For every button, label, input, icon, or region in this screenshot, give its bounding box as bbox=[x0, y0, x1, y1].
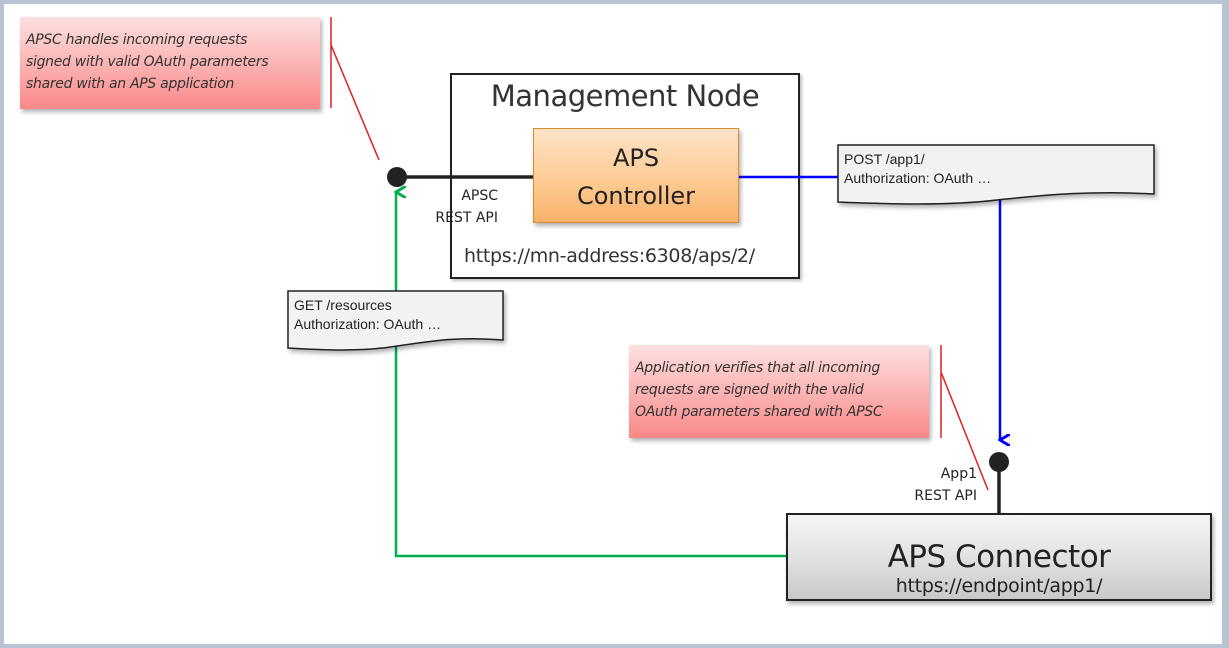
aps-controller-box: APS Controller bbox=[533, 128, 739, 223]
label-line: REST API bbox=[914, 488, 977, 504]
management-node-title: Management Node bbox=[490, 79, 760, 113]
label-line: App1 bbox=[940, 466, 977, 482]
app1-api-socket bbox=[989, 452, 1009, 472]
management-node-url: https://mn-address:6308/aps/2/ bbox=[464, 245, 755, 267]
post-request-document: POST /app1/ Authorization: OAuth … bbox=[837, 144, 1155, 206]
document-shape bbox=[287, 290, 504, 351]
request-header: Authorization: OAuth … bbox=[294, 316, 442, 332]
connector-title: APS Connector bbox=[887, 539, 1111, 575]
note-line: OAuth parameters shared with APSC bbox=[635, 404, 883, 420]
post-flow-line bbox=[739, 175, 1000, 440]
note-line: Application verifies that all incoming bbox=[635, 360, 880, 376]
note-line: requests are signed with the valid bbox=[635, 382, 864, 398]
label-line: APSC bbox=[461, 188, 498, 204]
note-line: APSC handles incoming requests bbox=[26, 32, 248, 48]
app-note-pointer bbox=[940, 371, 989, 491]
get-flow-line bbox=[396, 192, 786, 558]
request-line: POST /app1/ bbox=[844, 151, 925, 167]
connector-url: https://endpoint/app1/ bbox=[895, 575, 1103, 597]
document-shape bbox=[837, 144, 1155, 205]
apsc-note-pointer bbox=[330, 44, 380, 161]
application-annotation-note: Application verifies that all incoming r… bbox=[629, 345, 929, 438]
apsc-annotation-note: APSC handles incoming requests signed wi… bbox=[20, 17, 320, 109]
get-request-document: GET /resources Authorization: OAuth … bbox=[287, 290, 504, 352]
apsc-rest-api-label: APSC REST API bbox=[420, 185, 498, 229]
aps-connector-box: APS Connector https://endpoint/app1/ bbox=[786, 513, 1212, 601]
controller-label-line2: Controller bbox=[576, 182, 696, 210]
note-line: signed with valid OAuth parameters bbox=[26, 54, 269, 70]
request-header: Authorization: OAuth … bbox=[844, 170, 992, 186]
app1-rest-api-label: App1 REST API bbox=[895, 463, 977, 507]
label-line: REST API bbox=[435, 210, 498, 226]
note-line: shared with an APS application bbox=[26, 76, 235, 92]
controller-label-line1: APS bbox=[612, 144, 660, 172]
request-line: GET /resources bbox=[294, 297, 392, 313]
apsc-api-socket bbox=[387, 167, 407, 187]
